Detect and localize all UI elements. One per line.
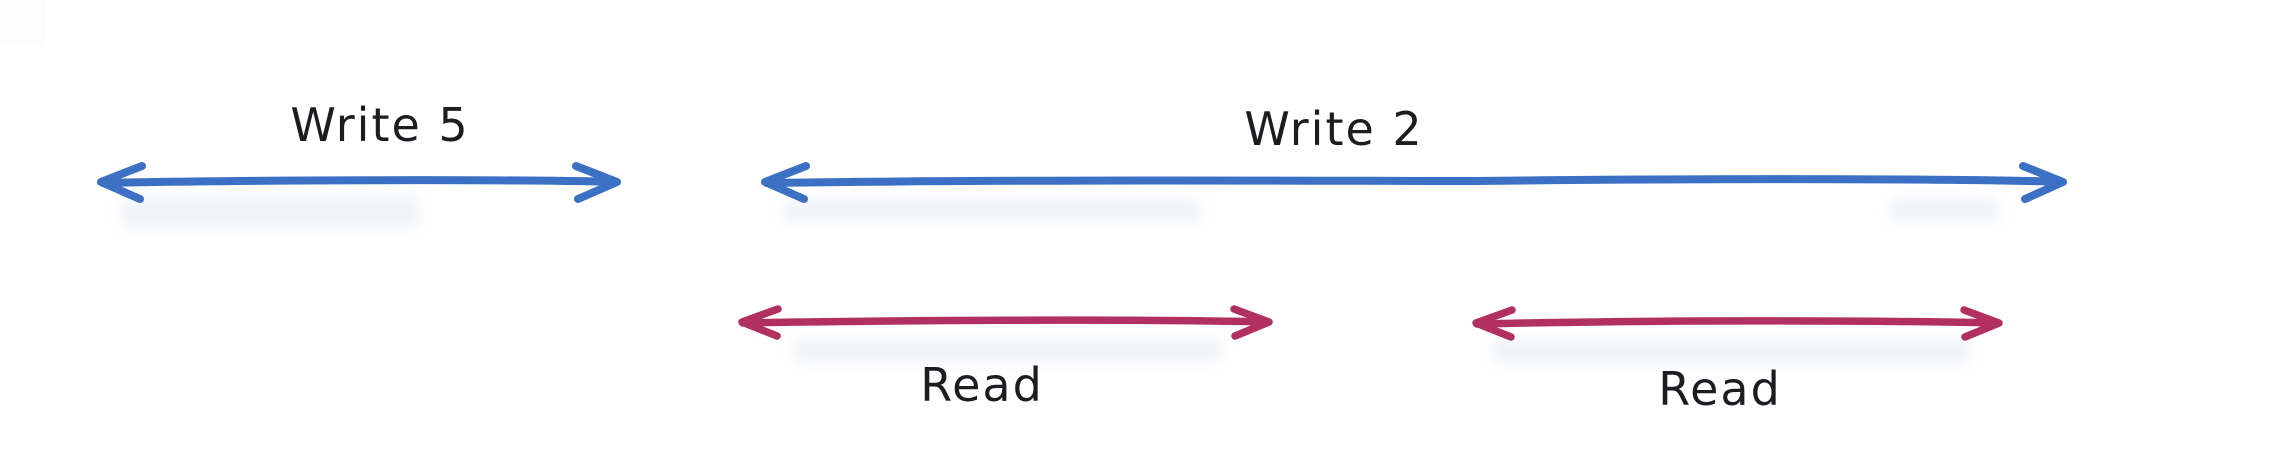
timeline-label-read-1: Read	[920, 358, 1044, 412]
arrowhead-left-icon	[738, 305, 782, 340]
arrowhead-right-icon	[2019, 162, 2067, 203]
timeline-label-write-5: Write 5	[290, 98, 470, 152]
timeline-label-write-2: Write 2	[1244, 102, 1424, 156]
arrow-shaft	[763, 175, 2066, 187]
write-2-timeline-arrow	[761, 162, 2067, 203]
arrowhead-right-icon	[572, 162, 621, 203]
arrowhead-right-icon	[1960, 306, 2003, 341]
read-timeline-arrow-1	[738, 305, 1273, 340]
timeline-label-read-2: Read	[1658, 362, 1782, 416]
arrowhead-right-icon	[1230, 305, 1273, 340]
write-5-timeline-arrow	[97, 162, 621, 203]
arrowhead-left-icon	[1472, 306, 1516, 341]
arrow-shaft	[1473, 317, 2002, 328]
arrowhead-left-icon	[761, 162, 810, 203]
read-timeline-arrow-2	[1472, 306, 2003, 341]
arrow-shaft	[99, 176, 620, 187]
arrow-shaft	[739, 316, 1272, 327]
corner-artifact	[0, 0, 45, 45]
arrowhead-left-icon	[97, 162, 146, 203]
